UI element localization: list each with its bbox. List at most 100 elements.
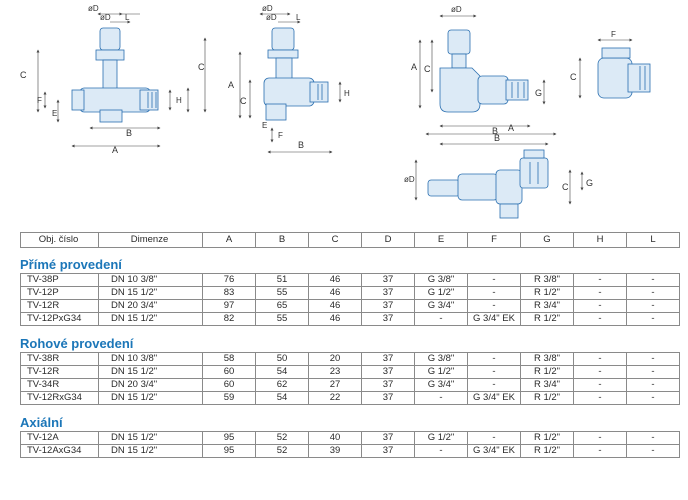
table-cell: - [414,444,468,458]
table-cell: 20 [308,352,362,366]
table-cell: TV-12P [20,286,99,300]
table-cell: 54 [255,365,309,379]
table-cell: 39 [308,444,362,458]
table-cell: 52 [255,431,309,445]
fig2-label-9: B [298,140,304,150]
table-cell: TV-12RxG34 [20,391,99,405]
fig5-label-3: øD [404,175,415,184]
table-cell: G 3/4" [414,378,468,392]
table-cell: DN 15 1/2" [98,286,203,300]
fig1-label-2: øD [100,13,111,22]
table-cell: - [626,391,680,405]
table-cell: 54 [255,391,309,405]
table-cell: DN 15 1/2" [98,391,203,405]
table-cell: 60 [202,378,256,392]
table-cell: TV-12A [20,431,99,445]
fig1-label-5: C [198,62,205,72]
table-cell: - [626,444,680,458]
fig2-label-8: F [278,131,283,140]
fig1-label-1: øD [88,4,99,13]
straight-valve-drawing [71,27,159,123]
header-table: Obj. číslo Dimenze A B C D E F G H L [20,232,680,248]
table-cell: TV-38P [20,273,99,287]
table-cell: 95 [202,444,256,458]
fig5-label-5: G [586,178,593,188]
table-cell: - [626,299,680,313]
technical-drawings: øD øD L C C F E H B A øD øD L A C H E F [0,0,688,228]
fig3-label-5: G [535,88,542,98]
table-cell: - [573,299,627,313]
table-cell: - [573,365,627,379]
table-cell: 82 [202,312,256,326]
table-cell: 37 [361,273,415,287]
fig2-label-7: E [262,121,267,130]
fig3-label-1: øD [451,5,462,14]
table-cell: R 1/2" [520,444,574,458]
table-cell: - [467,365,521,379]
fig2-label-1: øD [262,4,273,13]
table-cell: 58 [202,352,256,366]
table-cell: - [573,391,627,405]
table-cell: TV-12R [20,299,99,313]
fig2-label-6: H [344,89,350,98]
fig1-label-10: A [112,145,118,155]
table-cell: - [626,286,680,300]
table-cell: 37 [361,365,415,379]
fig2-label-5: C [240,96,247,106]
table-cell: - [414,312,468,326]
table-cell: DN 15 1/2" [98,444,203,458]
col-l: L [626,232,680,248]
table-cell: G 3/4" EK [467,391,521,405]
table-cell: R 1/2" [520,365,574,379]
table-cell: - [626,273,680,287]
section-title-rohove: Rohové provedení [20,336,134,351]
col-f: F [467,232,521,248]
col-h: H [573,232,627,248]
table-cell: TV-12AxG34 [20,444,99,458]
dimension-tables: Obj. číslo Dimenze A B C D E F G H L Pří… [20,232,680,458]
table-cell: - [573,431,627,445]
fig2-label-3: L [296,13,301,22]
table-cell: G 3/4" [414,299,468,313]
table-cell: DN 10 3/8" [98,273,203,287]
col-dimenze: Dimenze [98,232,203,248]
table-cell: 37 [361,299,415,313]
table-cell: 55 [255,312,309,326]
fig5-label-1: B [494,133,500,143]
table-cell: 46 [308,299,362,313]
table-cell: TV-12PxG34 [20,312,99,326]
table-cell: G 3/4" EK [467,444,521,458]
fig4-label-1: F [611,30,616,39]
table-cell: - [573,444,627,458]
table-cell: 46 [308,286,362,300]
table-cell: 95 [202,431,256,445]
table-cell: - [626,312,680,326]
table-cell: - [626,352,680,366]
col-a: A [202,232,256,248]
table-cell: DN 20 3/4" [98,378,203,392]
table-cell: - [573,378,627,392]
axial-valve-drawing [427,149,549,219]
table-cell: TV-34R [20,378,99,392]
table-cell: 37 [361,286,415,300]
table-cell: 59 [202,391,256,405]
table-cell: G 1/2" [414,365,468,379]
table-cell: G 1/2" [414,431,468,445]
table-cell: - [626,365,680,379]
table-cell: 52 [255,444,309,458]
table-cell: - [467,431,521,445]
table-cell: 60 [202,365,256,379]
table-cell: 46 [308,312,362,326]
table-cell: 40 [308,431,362,445]
table-cell: - [573,286,627,300]
col-e: E [414,232,468,248]
fig3-label-2: A [411,62,417,72]
